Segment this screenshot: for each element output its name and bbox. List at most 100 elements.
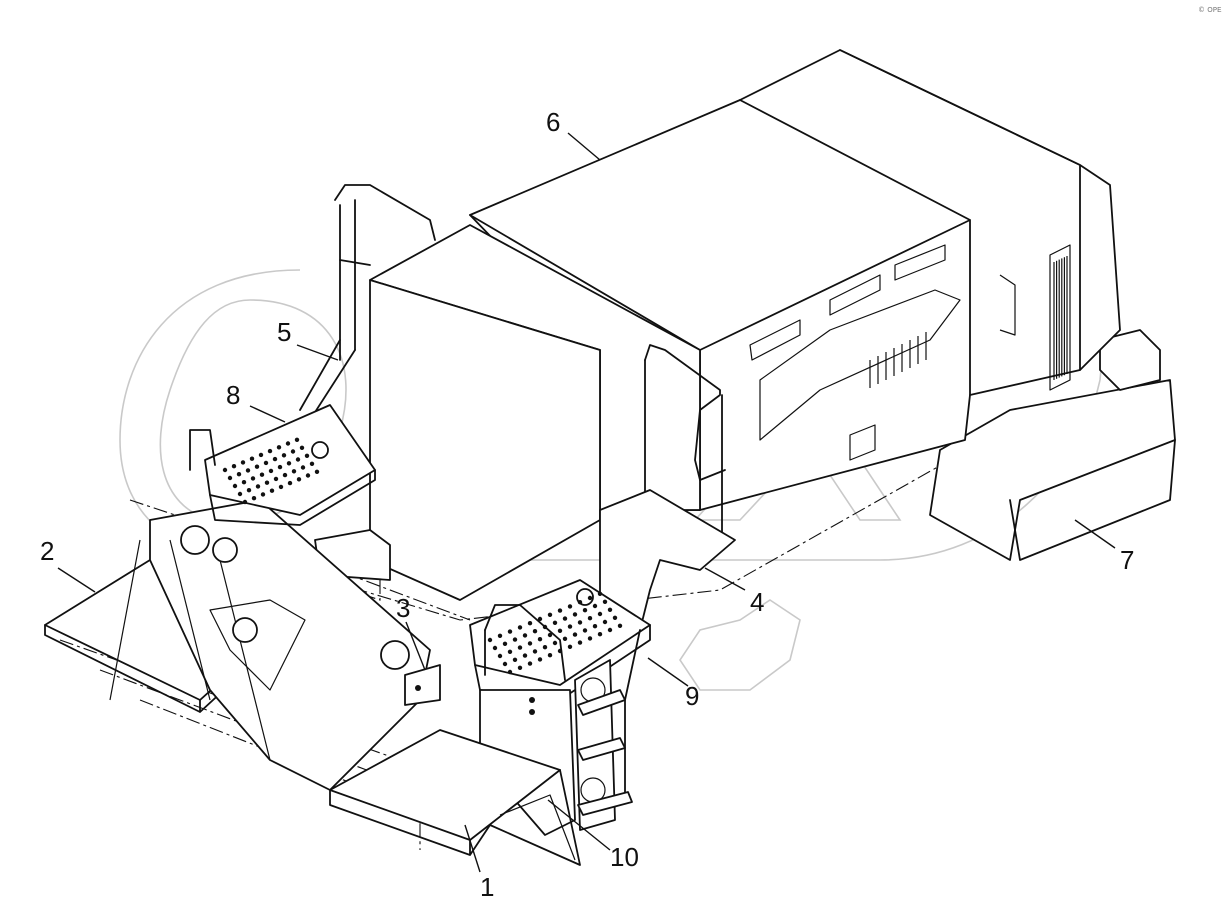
plate-hole [258,452,264,458]
plate-hole [587,616,593,621]
plate-hole [522,653,528,658]
callout-10: 10 [610,842,639,872]
leader-2 [57,567,96,593]
plate-hole [532,629,538,634]
plate-hole [249,456,255,461]
plate-hole [282,472,288,478]
plate-hole [602,599,608,604]
plate-hole [241,480,247,485]
plate-hole [517,625,523,630]
plate-hole [562,616,568,621]
plate-hole [267,448,273,454]
callout-9: 9 [685,681,699,711]
leader-9 [647,657,689,687]
plate-hole [290,449,296,454]
plate-hole [592,624,598,629]
plate-hole [294,437,300,442]
part-7-ballast [929,329,1176,561]
plate-hole [597,591,603,596]
plate-hole [562,636,568,641]
part-2-left-platform [44,499,431,791]
callout-labels: 1 2 3 4 5 6 7 8 9 10 [40,107,1134,902]
hood-vent-panel [869,332,927,388]
plate-hole [527,621,533,626]
callout-1: 1 [480,872,494,902]
plate-hole [557,628,563,633]
right-plate-holes [487,591,623,675]
plate-hole [264,480,270,485]
plate-hole [587,595,593,601]
plate-hole [300,465,306,470]
plate-hole [492,645,498,651]
plate-hole [567,604,573,609]
leader-lines [57,132,1116,873]
plate-hole [286,461,292,466]
plate-hole [547,612,553,617]
plate-hole [314,469,320,474]
plate-hole [285,441,291,446]
plate-hole [260,492,266,497]
plate-hole [527,641,533,646]
plate-hole [512,657,518,662]
plate-hole [507,629,513,634]
callout-2: 2 [40,536,54,566]
hood-vent-right [1053,256,1068,380]
plate-hole [522,633,528,638]
plate-hole [577,600,583,605]
plate-hole [272,456,278,462]
part-1-front-wedge [329,729,581,866]
callout-3: 3 [396,593,410,623]
plate-hole [487,637,493,643]
plate-hole [592,603,598,609]
plate-hole [577,620,583,625]
plate-hole [237,491,243,497]
plate-hole [517,645,523,650]
left-plate-holes [222,437,320,505]
plate-hole [577,640,583,645]
plate-hole [617,623,623,628]
plate-hole [240,460,246,465]
plate-hole [502,641,508,646]
plate-hole [309,461,315,466]
plate-hole [527,661,533,666]
plate-hole [296,477,302,482]
plate-hole [547,632,553,638]
plate-hole [597,632,603,637]
part-5-left-handrail [299,184,436,421]
plate-hole [607,607,613,612]
plate-hole [517,665,523,670]
plate-hole [236,472,242,477]
plate-hole [269,488,275,493]
plate-hole [231,464,237,469]
plate-hole [497,633,503,638]
leader-4 [704,567,746,591]
plate-hole [557,648,563,654]
plate-hole [497,653,503,659]
plate-hole [587,636,593,641]
plate-hole [572,612,578,617]
plate-hole [552,640,558,646]
plate-hole [557,608,563,613]
plate-hole [607,627,613,633]
plate-hole [254,464,260,469]
plate-hole [542,624,548,630]
plate-hole [507,649,513,654]
plate-hole [537,616,543,622]
plate-hole [287,480,293,486]
plate-hole [567,624,573,629]
plate-hole [304,453,310,458]
part-3-bracket [404,664,441,706]
corner-mark: © OPEX [1198,6,1222,14]
plate-hole [251,496,257,501]
plate-hole [597,611,603,617]
plate-hole [567,644,573,649]
leader-8 [249,405,286,423]
plate-hole [259,472,265,477]
plate-hole [232,483,238,489]
plate-hole [552,620,558,625]
plate-hole [245,468,251,473]
plate-hole [273,476,279,482]
plate-hole [222,467,228,473]
plate-hole [507,669,513,675]
